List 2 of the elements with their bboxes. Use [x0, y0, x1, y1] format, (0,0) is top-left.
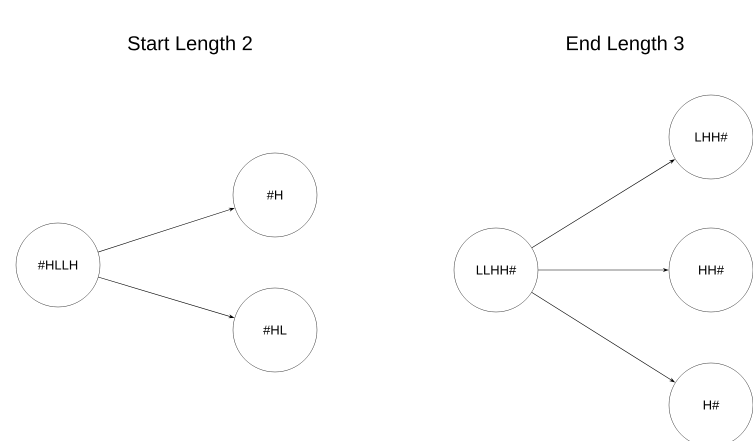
heading: End Length 3: [567, 36, 684, 54]
heading: Start Length 2: [128, 36, 252, 54]
